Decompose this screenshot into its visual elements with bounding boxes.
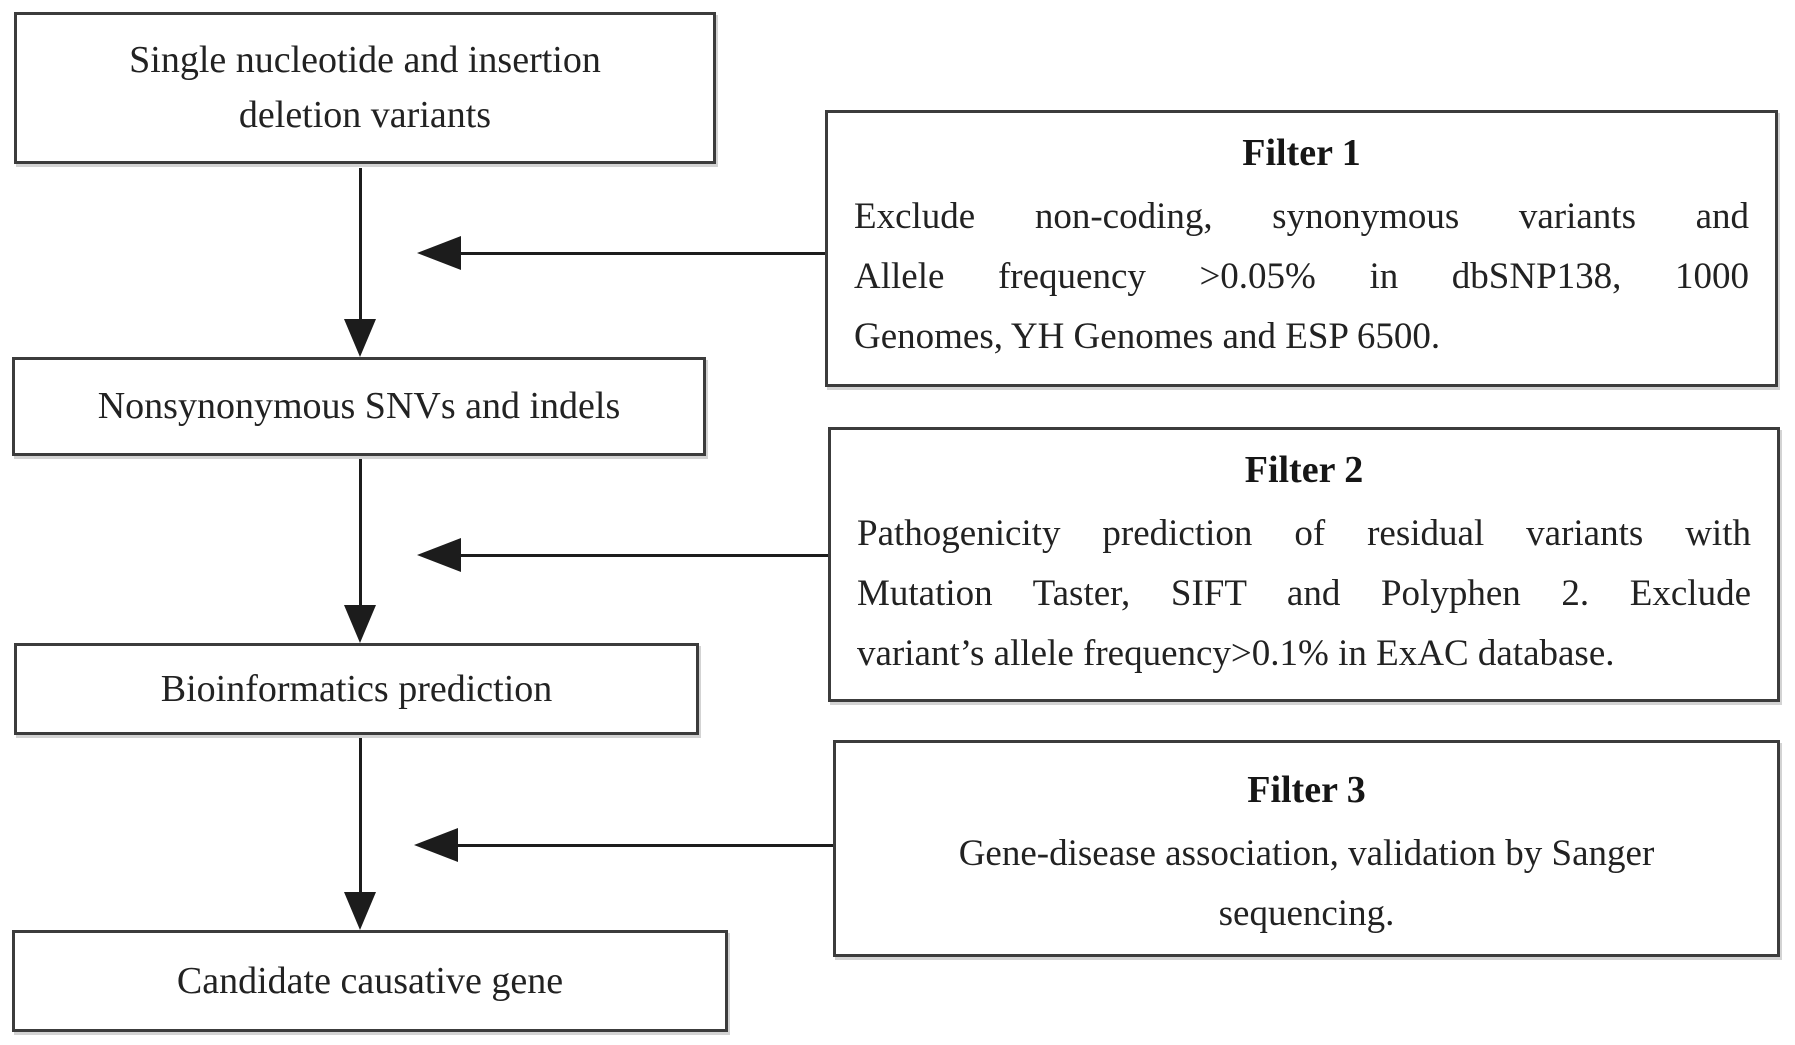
flow-box-candidate-causative-gene: Candidate causative gene [12,930,728,1032]
filter-2-body-line: Pathogenicity prediction of residual var… [857,513,1751,554]
flow-box-label-line: Single nucleotide and insertion [129,39,601,81]
filter-1-title: Filter 1 [1242,132,1361,174]
filter-2-box: Filter 2 Pathogenicity prediction of res… [828,427,1780,702]
filter-1-box: Filter 1 Exclude non-coding, synonymous … [825,110,1778,387]
filter-1-body: Exclude non-coding, synonymous variants … [854,187,1749,367]
flow-box-bioinformatics-prediction: Bioinformatics prediction [14,643,699,735]
filter-3-body: Gene-disease association, validation by … [862,824,1751,944]
filter-3-body-line: sequencing. [1218,893,1395,934]
flow-box-snv-indel-variants: Single nucleotide and insertion deletion… [14,12,716,164]
flow-box-label-line: Nonsynonymous SNVs and indels [97,385,621,427]
down-arrow-shaft [359,738,362,894]
filter-1-body-line: Exclude non-coding, synonymous variants … [854,196,1749,237]
left-arrow-shaft [455,844,833,847]
flow-box-nonsynonymous-snvs: Nonsynonymous SNVs and indels [12,357,706,456]
filter-3-body-line: Gene-disease association, validation by … [958,833,1655,874]
arrow-left-icon [417,538,461,572]
filter-3-box: Filter 3 Gene-disease association, valid… [833,740,1780,957]
arrow-left-icon [414,828,458,862]
filter-1-body-line: Genomes, YH Genomes and ESP 6500. [854,316,1441,357]
filter-3-title: Filter 3 [1247,769,1366,811]
left-arrow-shaft [458,554,828,557]
flow-box-label-line: deletion variants [238,94,492,136]
filter-2-body-line: Mutation Taster, SIFT and Polyphen 2. Ex… [857,573,1751,614]
arrow-down-icon [344,605,376,643]
flow-box-label-line: Bioinformatics prediction [160,667,553,710]
left-arrow-shaft [458,252,825,255]
down-arrow-shaft [359,459,362,607]
arrow-down-icon [344,892,376,930]
filter-2-title: Filter 2 [1244,449,1364,491]
arrow-down-icon [344,319,376,357]
arrow-left-icon [417,236,461,270]
filter-2-body-line: variant’s allele frequency>0.1% in ExAC … [857,633,1615,674]
down-arrow-shaft [359,168,362,321]
filter-1-body-line: Allele frequency >0.05% in dbSNP138, 100… [854,256,1749,297]
filter-2-body: Pathogenicity prediction of residual var… [857,504,1751,684]
flow-box-label-line: Candidate causative gene [176,959,564,1002]
